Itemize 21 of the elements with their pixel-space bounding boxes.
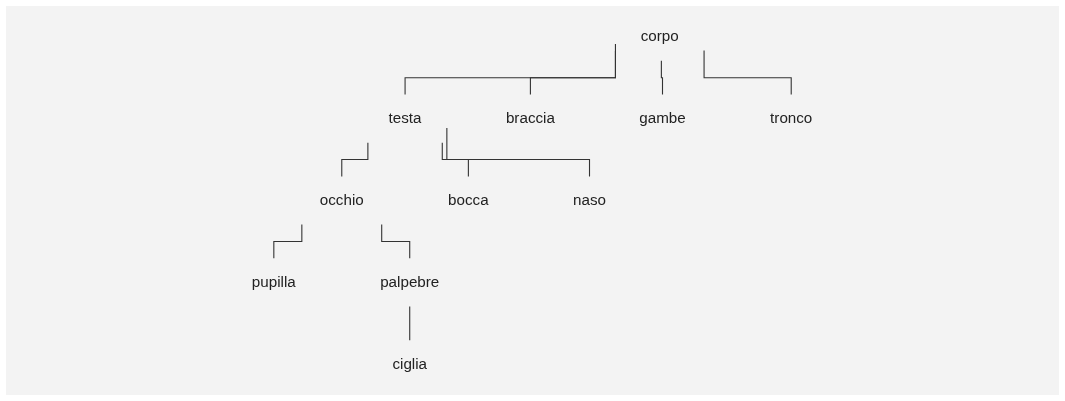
connector xyxy=(409,305,411,341)
node-text: palpebre xyxy=(380,273,440,291)
connector xyxy=(661,60,664,96)
node-text: ciglia xyxy=(392,355,428,373)
connector xyxy=(404,43,617,96)
node-text: bocca xyxy=(448,191,490,209)
node-text: occhio xyxy=(320,191,365,209)
node-text: braccia xyxy=(506,109,556,127)
node-text: testa xyxy=(389,109,422,127)
connector xyxy=(381,224,411,259)
connector xyxy=(530,50,617,96)
connector xyxy=(442,142,470,177)
connector xyxy=(446,127,591,177)
connector xyxy=(703,50,793,96)
node-text: gambe xyxy=(639,109,687,127)
node-text: pupilla xyxy=(252,273,297,291)
connector xyxy=(341,142,369,177)
node-text: naso xyxy=(573,191,607,209)
node-text: tronco xyxy=(770,109,813,127)
connector xyxy=(273,224,303,259)
node-text: corpo xyxy=(641,27,680,45)
